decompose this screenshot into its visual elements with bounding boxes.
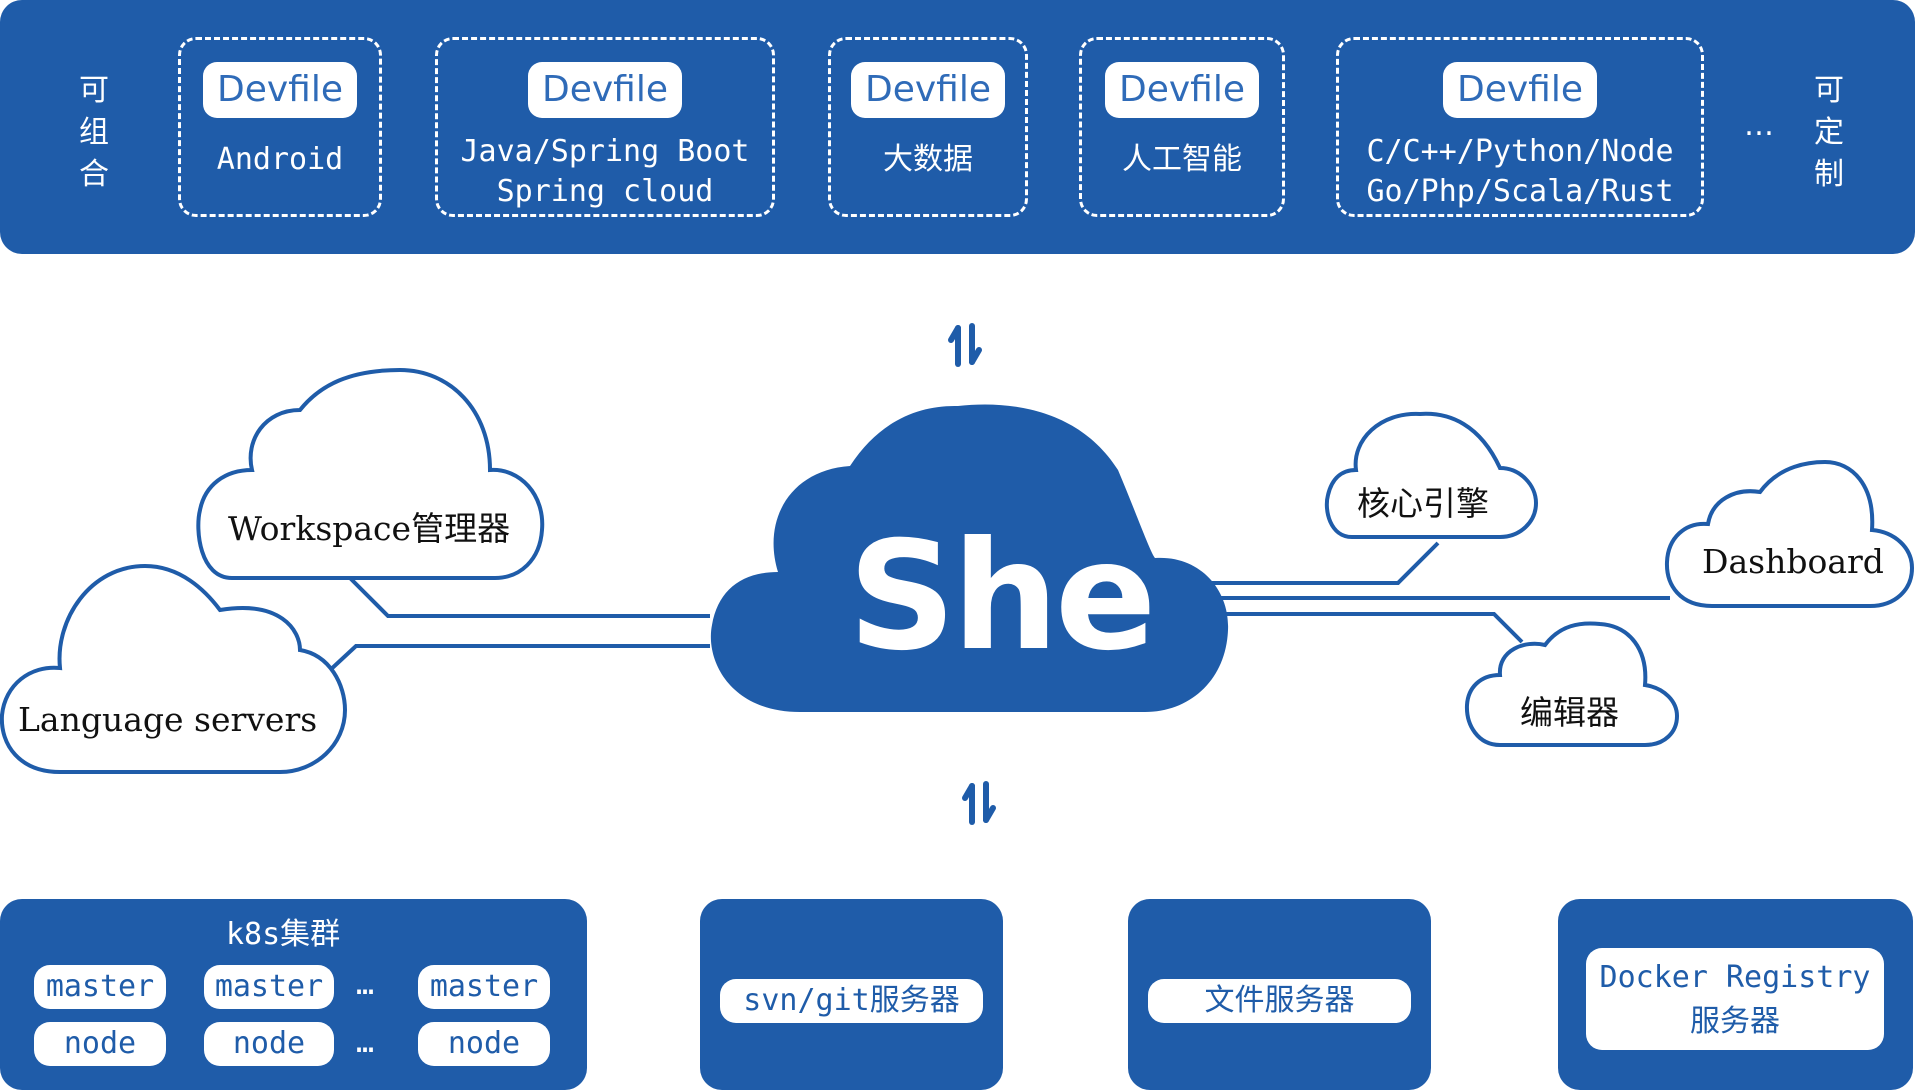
customizable-label: 可定制 bbox=[1814, 73, 1844, 192]
devfile-badge: Devfile bbox=[528, 62, 682, 118]
language-servers-label: Language servers bbox=[18, 700, 318, 739]
master-node-badge: master bbox=[204, 965, 334, 1009]
devfile-box-bigdata: Devfile 大数据 bbox=[828, 37, 1028, 217]
devfile-box-android: Devfile Android bbox=[178, 37, 382, 217]
more-ellipsis: … bbox=[1744, 108, 1774, 143]
dashboard-cloud bbox=[1664, 459, 1915, 608]
top-banner: 可组合 可定制 Devfile Android Devfile Java/Spr… bbox=[0, 0, 1915, 254]
devfile-box-ai: Devfile 人工智能 bbox=[1079, 37, 1285, 217]
file-server-box: 文件服务器 bbox=[1128, 899, 1431, 1090]
file-server-label: 文件服务器 bbox=[1148, 979, 1411, 1023]
bidirectional-arrow-icon bbox=[962, 781, 996, 825]
workspace-manager-label: Workspace管理器 bbox=[228, 509, 511, 548]
master-node-badge: master bbox=[418, 965, 550, 1009]
more-ellipsis: … bbox=[356, 967, 375, 1002]
worker-node-badge: node bbox=[204, 1022, 334, 1066]
editor-label: 编辑器 bbox=[1520, 693, 1619, 732]
devfile-badge: Devfile bbox=[1443, 62, 1597, 118]
language-cloud bbox=[0, 563, 348, 774]
docker-registry-server: 服务器 bbox=[1690, 1004, 1780, 1039]
k8s-cluster-title: k8s集群 bbox=[226, 917, 341, 952]
worker-node-badge: node bbox=[34, 1022, 166, 1066]
devfile-stack-text: C/C++/Python/Node Go/Php/Scala/Rust bbox=[1366, 134, 1674, 209]
devfile-stack-text: Java/Spring Boot Spring cloud bbox=[460, 134, 750, 209]
svn-git-server-label: svn/git服务器 bbox=[720, 979, 983, 1023]
devfile-box-polyglot: Devfile C/C++/Python/Node Go/Php/Scala/R… bbox=[1336, 37, 1704, 217]
devfile-badge: Devfile bbox=[1105, 62, 1259, 118]
she-cloud bbox=[710, 404, 1229, 712]
connector-language bbox=[326, 644, 710, 674]
devfile-badge: Devfile bbox=[851, 62, 1005, 118]
worker-node-badge: node bbox=[418, 1022, 550, 1066]
core-engine-label: 核心引擎 bbox=[1357, 484, 1489, 523]
composable-label: 可组合 bbox=[79, 73, 109, 192]
devfile-stack-text: 人工智能 bbox=[1122, 142, 1242, 177]
core-engine-cloud bbox=[1324, 411, 1539, 539]
docker-registry-label: Docker Registry 服务器 bbox=[1586, 948, 1884, 1050]
devfile-stack-text: 大数据 bbox=[883, 142, 973, 177]
devfile-box-java: Devfile Java/Spring Boot Spring cloud bbox=[435, 37, 775, 217]
dashboard-label: Dashboard bbox=[1702, 542, 1884, 581]
she-title: She bbox=[848, 510, 1157, 684]
docker-registry-box: Docker Registry 服务器 bbox=[1558, 899, 1913, 1090]
bidirectional-arrow-icon bbox=[948, 323, 982, 367]
devfile-stack-text: Android bbox=[216, 142, 344, 177]
k8s-cluster-box: k8s集群 master master … master node node …… bbox=[0, 899, 587, 1090]
connector-editor bbox=[1200, 612, 1524, 644]
svn-git-server-box: svn/git服务器 bbox=[700, 899, 1003, 1090]
more-ellipsis: … bbox=[356, 1025, 375, 1060]
connector-core bbox=[1200, 541, 1440, 585]
workspace-cloud bbox=[196, 367, 545, 580]
master-node-badge: master bbox=[34, 965, 166, 1009]
editor-cloud bbox=[1464, 621, 1680, 747]
connector-workspace bbox=[348, 576, 710, 618]
docker-registry-name: Docker Registry bbox=[1599, 960, 1871, 995]
devfile-badge: Devfile bbox=[203, 62, 357, 118]
